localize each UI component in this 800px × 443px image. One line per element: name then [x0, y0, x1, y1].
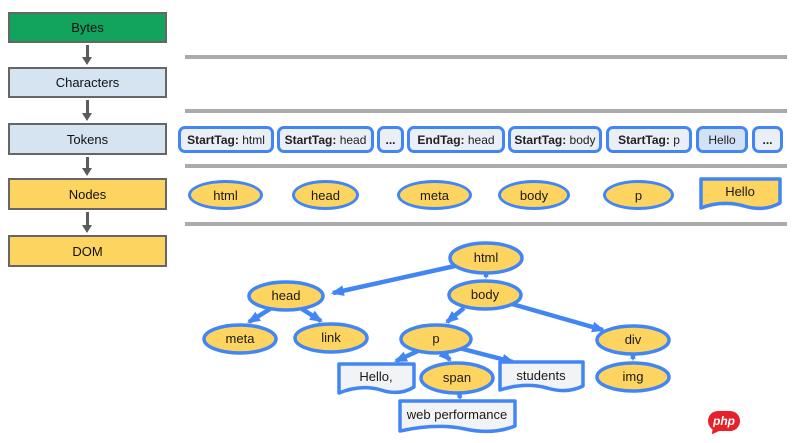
token-keyword: ...	[762, 132, 773, 147]
tree-node-span	[419, 361, 495, 395]
tree-label-span: span	[443, 370, 471, 385]
arrow-down-icon	[82, 168, 92, 176]
stage-nodes: Nodes	[8, 178, 167, 210]
tree-text-webperf-shape	[398, 399, 517, 434]
tree-label-body: body	[471, 287, 500, 302]
tree-label-hello: Hello,	[359, 369, 392, 384]
token-value: body	[566, 132, 596, 147]
token-starttag-head: StartTag: head	[277, 126, 374, 153]
php-logo-label: php	[713, 414, 735, 428]
token-value: p	[669, 132, 680, 147]
token-ellipsis: ...	[377, 126, 404, 153]
tree-label-link: link	[321, 330, 341, 345]
tree-label-div: div	[625, 332, 642, 347]
token-value: html	[238, 132, 265, 147]
node-text-hello-label: Hello	[725, 184, 755, 199]
tree-node-link	[293, 322, 369, 354]
row-separator	[185, 164, 787, 168]
token-value: Hello	[708, 132, 736, 147]
row-separator	[185, 55, 787, 59]
node-meta: meta	[397, 180, 472, 210]
token-keyword: StartTag:	[284, 132, 337, 147]
tree-label-p: p	[432, 331, 439, 346]
tree-node-meta	[202, 323, 278, 355]
token-starttag-p: StartTag: p	[606, 126, 692, 153]
token-value: head	[336, 132, 367, 147]
token-starttag-html: StartTag: html	[178, 126, 274, 153]
tree-label-head: head	[272, 288, 301, 303]
node-text-hello-shape	[699, 177, 782, 211]
stage-tokens: Tokens	[8, 123, 167, 155]
token-starttag-body: StartTag: body	[508, 126, 602, 153]
stage-characters: Characters	[8, 67, 167, 98]
tree-node-head	[247, 280, 325, 312]
token-ellipsis: ...	[752, 126, 783, 153]
row-separator	[185, 222, 787, 226]
arrow-down-icon	[82, 225, 92, 233]
row-separator	[185, 109, 787, 113]
tree-node-body	[447, 279, 523, 311]
arrow-down-icon	[82, 113, 92, 121]
arrow-down-icon	[82, 57, 92, 65]
token-keyword: StartTag:	[618, 132, 670, 147]
tree-node-div	[595, 324, 671, 356]
arrow-down-icon	[86, 157, 89, 168]
token-value: head	[464, 132, 495, 147]
tree-text-hello-shape	[337, 362, 416, 395]
tree-edges	[247, 263, 639, 401]
node-body: body	[498, 180, 570, 210]
token-hello: Hello	[696, 126, 748, 153]
tree-text-students-shape	[498, 360, 585, 393]
php-logo: php	[708, 411, 740, 431]
token-keyword: StartTag:	[187, 132, 239, 147]
stage-bytes: Bytes	[8, 12, 167, 43]
edge-head-link	[300, 307, 323, 323]
token-keyword: EndTag:	[417, 132, 465, 147]
edge-body-p	[445, 306, 466, 324]
tree-label-students: students	[516, 368, 566, 383]
edge-p-students	[458, 345, 516, 365]
edge-head-meta	[247, 307, 272, 324]
edge-p-hello	[394, 348, 419, 364]
tree-node-img	[595, 361, 671, 393]
tree-label-web-performance: web performance	[406, 407, 507, 422]
arrow-down-icon	[86, 45, 89, 57]
token-endtag-head: EndTag: head	[407, 126, 505, 153]
token-keyword: ...	[385, 132, 396, 147]
token-keyword: StartTag:	[514, 132, 567, 147]
node-p: p	[603, 180, 674, 210]
arrow-down-icon	[86, 212, 89, 225]
tree-label-meta: meta	[226, 331, 256, 346]
tree-node-p	[399, 323, 473, 355]
tree-label-img: img	[623, 369, 644, 384]
arrow-down-icon	[86, 100, 89, 113]
edge-html-head	[330, 263, 456, 296]
edge-body-div	[511, 301, 606, 333]
stage-dom: DOM	[8, 235, 167, 267]
node-html: html	[188, 180, 263, 210]
tree-label-html: html	[474, 250, 499, 265]
tree-node-html	[448, 241, 524, 275]
node-head: head	[292, 180, 359, 210]
